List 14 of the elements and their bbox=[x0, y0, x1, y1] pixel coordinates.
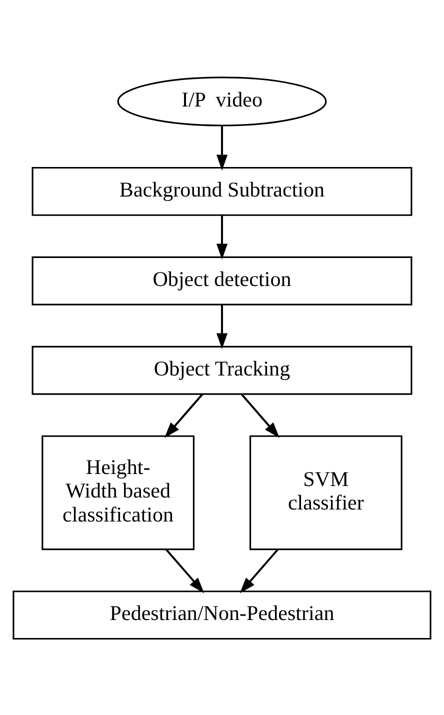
node-box: Height- Width based classification bbox=[42, 434, 194, 550]
arrow bbox=[164, 393, 204, 438]
arrow bbox=[216, 125, 228, 170]
node-box: SVM classifier bbox=[250, 434, 402, 550]
node-box: Background Subtraction bbox=[32, 166, 412, 216]
node-box: Object detection bbox=[32, 256, 412, 305]
arrow bbox=[240, 393, 280, 438]
arrow bbox=[165, 548, 204, 593]
node-ellipse: I/P video bbox=[117, 76, 327, 126]
node-box: Pedestrian/Non-Pedestrian bbox=[12, 590, 432, 640]
arrow bbox=[216, 304, 228, 349]
arrow bbox=[240, 548, 279, 593]
arrow bbox=[216, 215, 228, 260]
node-box: Object Tracking bbox=[32, 345, 412, 394]
